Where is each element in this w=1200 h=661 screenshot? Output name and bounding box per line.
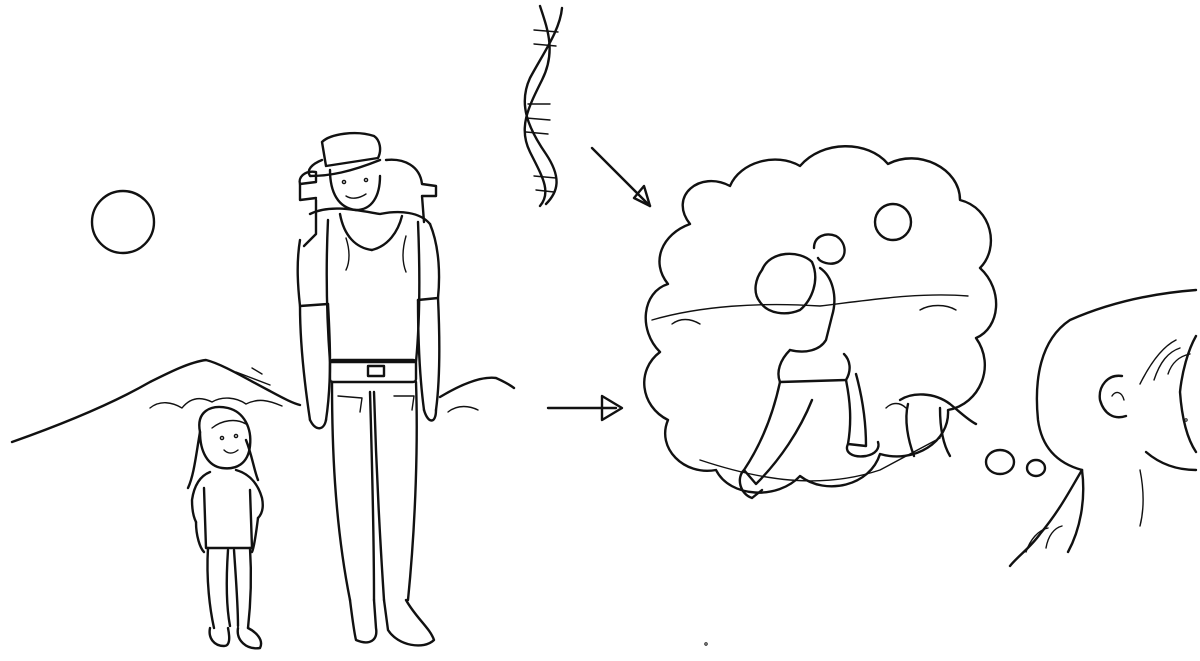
adult-hiker-figure: [298, 133, 440, 645]
arrow-icon: [592, 148, 650, 206]
child-head-profile: [1010, 290, 1196, 566]
child-figure: [188, 407, 263, 648]
arrow-icon: [548, 396, 622, 420]
thought-bubble: [986, 450, 1014, 474]
thought-bubble: [1027, 460, 1045, 476]
ink-dot: [705, 643, 707, 645]
sun-icon: [92, 191, 154, 253]
sun-icon: [875, 204, 911, 240]
thought-cloud: [644, 146, 996, 498]
dna-helix-icon: [525, 6, 562, 206]
